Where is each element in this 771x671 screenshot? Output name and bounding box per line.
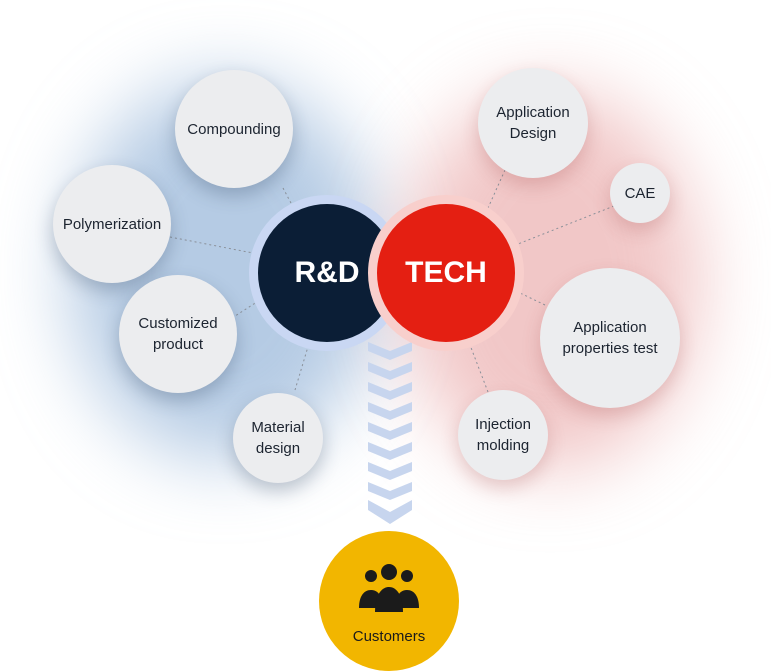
chevron-6 [368,442,412,460]
node-injection-molding: Injection molding [458,390,548,480]
connector-injection-molding [469,344,489,393]
connector-material-design [294,339,311,391]
connector-cae [517,205,615,245]
connector-polymerization [169,236,259,255]
connector-application-design [487,169,506,209]
chevron-1 [368,342,412,360]
chevron-5 [368,422,412,440]
chevron-2 [368,362,412,380]
chevron-4 [368,402,412,420]
node-compounding: Compounding [175,70,293,188]
node-polymerization: Polymerization [53,165,171,283]
people-icon [359,563,419,612]
node-cae: CAE [610,163,670,223]
node-application-properties-test: Application properties test [540,268,680,408]
customers-label: Customers [352,627,426,645]
node-material-design: Material design [233,393,323,483]
chevron-3 [368,382,412,400]
arrow-head [368,500,412,524]
connector-customized-product [231,299,261,319]
node-application-design: Application Design [478,68,588,178]
node-customized-product: Customized product [119,275,237,393]
customers-circle: Customers [319,531,459,671]
chevron-7 [368,462,412,480]
chevron-8 [368,482,412,500]
connector-application-properties-test [517,291,546,306]
tech-circle: TECH [368,195,524,351]
